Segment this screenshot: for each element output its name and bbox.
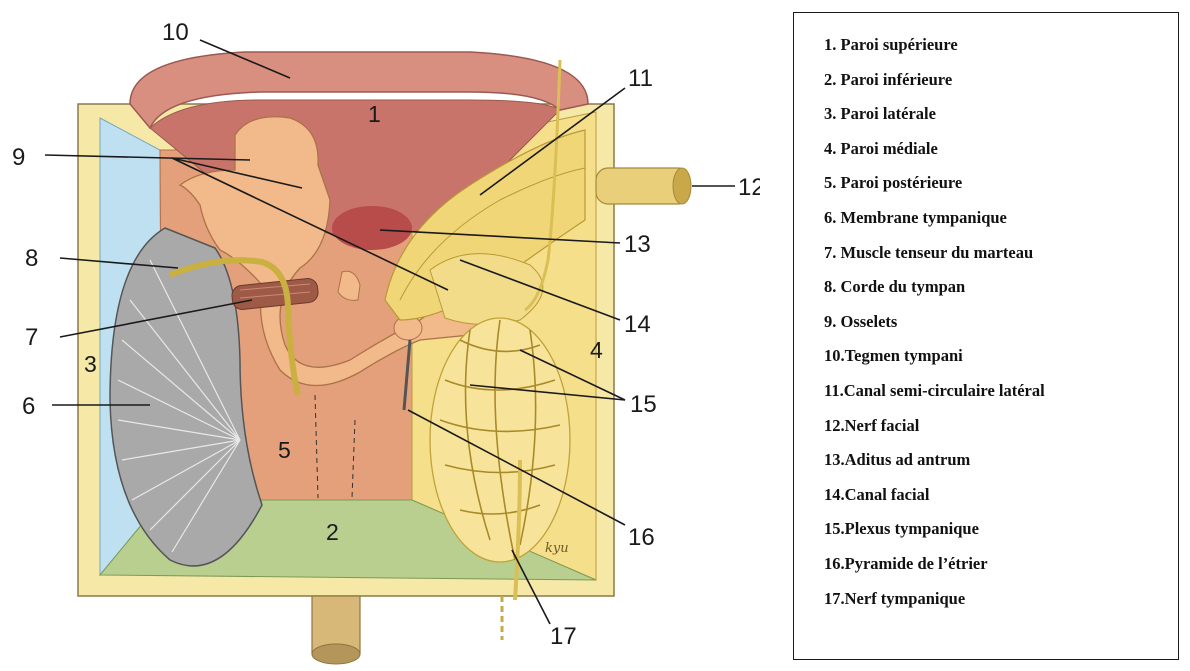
legend-item: 2. Paroi inférieure (824, 70, 1045, 105)
callout-8: 8 (25, 245, 38, 272)
aditus-ad-antrum (332, 206, 412, 250)
legend-item: 13.Aditus ad antrum (824, 450, 1045, 485)
legend-item: 14.Canal facial (824, 485, 1045, 520)
legend-item: 8. Corde du tympan (824, 277, 1045, 312)
callout-16: 16 (628, 524, 655, 551)
wall-number-4: 4 (590, 337, 603, 363)
callout-11: 11 (628, 65, 653, 92)
legend-item: 4. Paroi médiale (824, 139, 1045, 174)
legend-list: 1. Paroi supérieure 2. Paroi inférieure … (824, 35, 1045, 623)
legend-item: 17.Nerf tympanique (824, 589, 1045, 624)
legend-item: 1. Paroi supérieure (824, 35, 1045, 70)
callout-6: 6 (22, 393, 35, 420)
legend-item: 10.Tegmen tympani (824, 346, 1045, 381)
wall-number-5: 5 (278, 437, 291, 463)
legend-box: 1. Paroi supérieure 2. Paroi inférieure … (793, 12, 1179, 660)
facial-nerve-stub (596, 168, 691, 204)
callout-7: 7 (25, 324, 38, 351)
artist-signature: kyu (545, 541, 569, 556)
legend-item: 9. Osselets (824, 312, 1045, 347)
promontory (430, 318, 570, 562)
callout-9: 9 (12, 144, 25, 171)
wall-number-3: 3 (84, 351, 97, 377)
callout-14: 14 (624, 311, 651, 338)
bottom-tube (312, 596, 360, 664)
legend-item: 7. Muscle tenseur du marteau (824, 243, 1045, 278)
wall-number-2: 2 (326, 519, 339, 545)
callout-10: 10 (162, 19, 189, 46)
callout-15: 15 (630, 391, 657, 418)
legend-item: 5. Paroi postérieure (824, 173, 1045, 208)
legend-item: 16.Pyramide de l’étrier (824, 554, 1045, 589)
callout-12: 12 (738, 174, 760, 201)
callout-13: 13 (624, 231, 651, 258)
diagram-canvas: kyu 10 9 8 7 6 11 12 13 14 15 16 17 1 2 (0, 0, 760, 671)
legend-item: 11.Canal semi-circulaire latéral (824, 381, 1045, 416)
legend-item: 15.Plexus tympanique (824, 519, 1045, 554)
middle-ear-diagram: kyu 10 9 8 7 6 11 12 13 14 15 16 17 1 2 (0, 0, 760, 671)
legend-item: 3. Paroi latérale (824, 104, 1045, 139)
legend-item: 6. Membrane tympanique (824, 208, 1045, 243)
wall-number-1: 1 (368, 101, 381, 127)
callout-17: 17 (550, 623, 577, 650)
legend-item: 12.Nerf facial (824, 416, 1045, 451)
